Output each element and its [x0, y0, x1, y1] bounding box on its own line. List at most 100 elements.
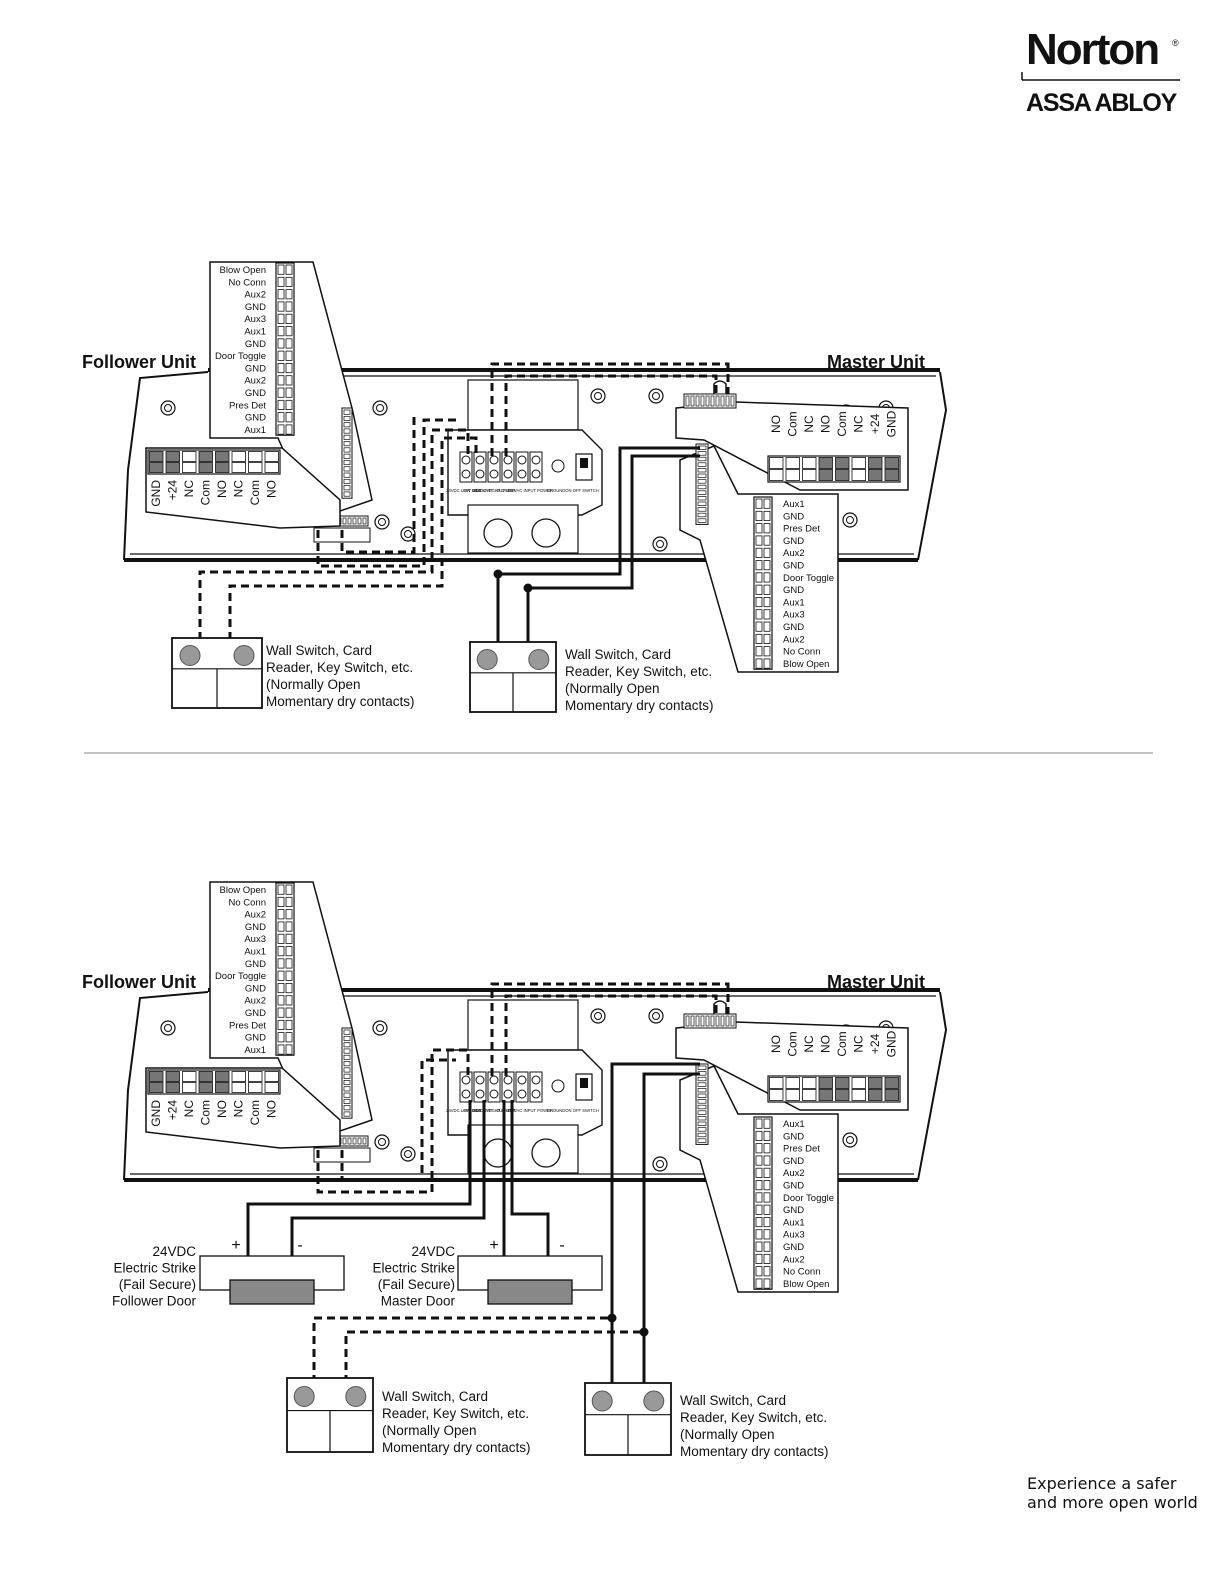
screw-hole	[590, 388, 606, 404]
master-ribbon-connector	[695, 443, 709, 525]
follower-aux-terminal-label: Door Toggle	[215, 351, 266, 362]
screw-hole	[372, 400, 388, 416]
master-unit-label: Master Unit	[827, 972, 925, 992]
master-power-terminal-label: +24	[868, 1033, 882, 1054]
board-terminal-label: 24VDC LEFT UNIT	[446, 1108, 482, 1113]
registered-mark: ®	[1172, 38, 1179, 48]
follower-strike-minus-wire	[290, 1100, 486, 1256]
follower-aux-terminal-label: Aux2	[244, 376, 266, 387]
wire-junction	[607, 1313, 617, 1323]
master-aux-terminal-label: Pres Det	[783, 1144, 820, 1155]
master-power-terminal-label: NC	[802, 415, 816, 433]
switch-description-line: Momentary dry contacts)	[680, 1444, 829, 1459]
follower-aux-terminal-label: GND	[245, 959, 266, 970]
brand-name: Norton	[1026, 25, 1158, 74]
follower-power-terminal-label: +24	[166, 1100, 180, 1121]
master-power-terminal-label: NC	[852, 415, 866, 433]
switch-description-line: Reader, Key Switch, etc.	[266, 660, 413, 675]
master-jumper-wire-a	[490, 982, 730, 1076]
follower-aux-terminal-label: No Conn	[229, 277, 267, 288]
follower-power-terminal-label: NO	[215, 1100, 229, 1118]
screw-hole	[842, 1132, 858, 1148]
master-aux-terminal-label: Blow Open	[783, 1279, 829, 1290]
master-switch-wire-a	[496, 446, 700, 656]
board-terminal-label: GROUND	[547, 1108, 566, 1113]
master-power-terminal-label: NO	[819, 1035, 833, 1053]
switch-description-line: (Normally Open	[565, 681, 660, 696]
follower-switch-wire-b	[344, 1330, 644, 1396]
master-aux-terminal-label: Aux1	[783, 499, 805, 510]
master-unit-label: Master Unit	[827, 352, 925, 372]
left-end-cap	[123, 991, 209, 1181]
switch-description-line: (Normally Open	[382, 1423, 477, 1438]
norton-logo: Norton ® ASSA ABLOY	[1021, 25, 1180, 117]
follower-aux-terminal-label: GND	[245, 339, 266, 350]
wire-junction	[493, 569, 503, 579]
follower-switch-wire-b	[228, 436, 478, 640]
follower-power-terminal-label: Com	[199, 480, 213, 505]
switch-description-line: Reader, Key Switch, etc.	[382, 1406, 529, 1421]
master-power-terminal-label: Com	[835, 1031, 849, 1056]
master-power-terminal-label: NO	[769, 1035, 783, 1053]
master-aux-terminal-label: Door Toggle	[783, 1193, 834, 1204]
switch-description-line: Reader, Key Switch, etc.	[565, 664, 712, 679]
master-ribbon-connector	[695, 1063, 709, 1145]
switch-description-line: Reader, Key Switch, etc.	[680, 1410, 827, 1425]
master-pin-header	[683, 393, 737, 409]
strike-minus-label: -	[559, 1237, 564, 1254]
strike-description-line: Electric Strike	[113, 1261, 196, 1276]
follower-aux-terminal-label: Door Toggle	[215, 971, 266, 982]
master-aux-terminal-label: GND	[783, 1181, 804, 1192]
wire-junction	[639, 1327, 649, 1337]
follower-power-terminal-label: GND	[149, 1100, 163, 1127]
follower-power-terminal-block	[147, 1069, 281, 1095]
master-aux-terminal-label: Aux3	[783, 610, 805, 621]
master-switch-wire-b	[526, 454, 700, 656]
follower-ribbon-connector	[341, 1027, 353, 1119]
screw-hole	[374, 514, 390, 530]
master-jumper-wire-b	[504, 374, 718, 456]
master-power-terminal-block	[767, 1075, 901, 1103]
follower-power-terminal-label: +24	[166, 480, 180, 501]
switch-device	[171, 637, 263, 709]
master-aux-terminal-label: Aux2	[783, 548, 805, 559]
master-strike-minus-wire	[510, 1100, 550, 1256]
screw-hole	[652, 536, 668, 552]
follower-switch-wire-a	[312, 1316, 612, 1396]
wire-junction	[523, 583, 533, 593]
follower-aux-terminal-label: Aux3	[244, 314, 266, 325]
follower-aux-terminal-block	[275, 882, 295, 1056]
strike-description-line: 24VDC	[411, 1244, 455, 1259]
master-aux-terminal-label: GND	[783, 1205, 804, 1216]
screw-hole	[652, 1156, 668, 1172]
follower-aux-terminal-label: Aux3	[244, 934, 266, 945]
screw-hole	[372, 1020, 388, 1036]
strike-description-line: (Fail Secure)	[378, 1277, 455, 1292]
switch-device	[469, 641, 557, 713]
master-aux-terminal-label: No Conn	[783, 647, 821, 658]
master-power-terminal-label: NC	[802, 1035, 816, 1053]
master-aux-terminal-label: Aux2	[783, 1168, 805, 1179]
follower-power-terminal-label: NC	[232, 1100, 246, 1118]
board-terminal-label: 120VAC INPUT POWER	[507, 1108, 553, 1113]
follower-power-terminal-label: NO	[215, 480, 229, 498]
master-power-terminal-label: NO	[819, 415, 833, 433]
switch-description-line: Wall Switch, Card	[382, 1389, 488, 1404]
master-aux-terminal-label: GND	[783, 1242, 804, 1253]
screw-hole	[160, 400, 176, 416]
strike-plus-label: +	[231, 1237, 240, 1254]
follower-ribbon-connector	[341, 407, 353, 499]
switch-description-line: (Normally Open	[266, 677, 361, 692]
switch-contact-right	[643, 1390, 665, 1412]
master-power-terminal-label: +24	[868, 413, 882, 434]
master-aux-terminal-label: Door Toggle	[783, 573, 834, 584]
follower-power-terminal-label: NO	[265, 480, 279, 498]
master-aux-terminal-label: Aux1	[783, 597, 805, 608]
